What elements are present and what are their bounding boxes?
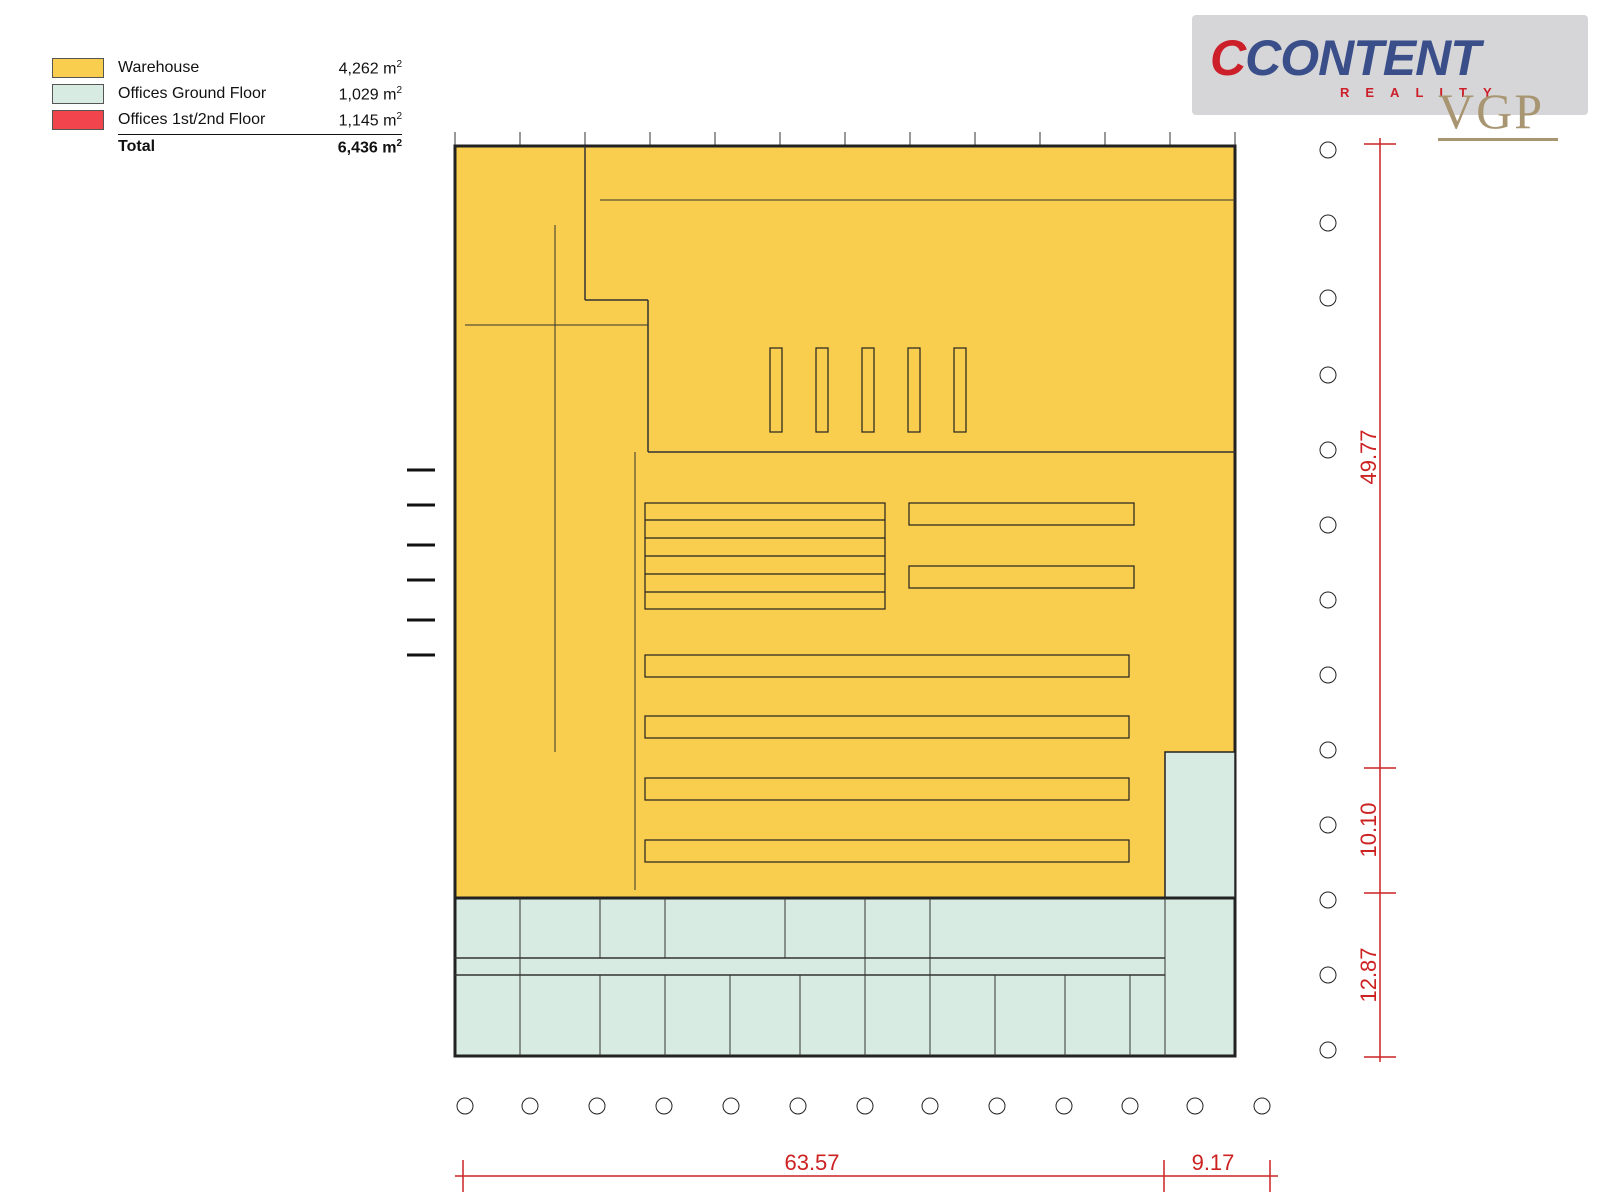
legend-area: 1,145 m2 xyxy=(338,111,402,130)
axis-bubbles-right xyxy=(1319,141,1337,1059)
offices-ground-swatch xyxy=(52,84,104,104)
content-reality-logo: CCONTENT REALITY xyxy=(1192,15,1588,115)
legend-label: Offices 1st/2nd Floor xyxy=(118,111,266,128)
vgp-logo: VGP xyxy=(1438,83,1545,139)
rack-rows xyxy=(644,347,1135,863)
warehouse-area xyxy=(453,144,1237,900)
offices-upper-swatch xyxy=(52,110,104,130)
dimension-width-main: 63.57 xyxy=(784,1150,839,1175)
legend-area: 1,029 m2 xyxy=(338,85,402,104)
logo-word: CCONTENT xyxy=(1210,30,1481,86)
dimension-height-middle: 10.10 xyxy=(1356,802,1381,857)
warehouse-swatch xyxy=(52,58,104,78)
legend-row-offices-ground: Offices Ground Floor 1,029 m2 xyxy=(52,82,402,108)
vgp-logo-bar xyxy=(1438,138,1558,141)
dimension-height-warehouse: 49.77 xyxy=(1356,429,1381,484)
dimension-height-offices: 12.87 xyxy=(1356,947,1381,1002)
dimension-width-side: 9.17 xyxy=(1192,1150,1235,1175)
logo-subtitle: REALITY xyxy=(1340,85,1508,100)
loading-docks xyxy=(407,468,435,657)
area-legend: Warehouse 4,262 m2 Offices Ground Floor … xyxy=(52,56,402,161)
legend-row-warehouse: Warehouse 4,262 m2 xyxy=(52,56,402,82)
legend-total-area: 6,436 m2 xyxy=(337,138,402,157)
legend-total-label: Total xyxy=(118,138,156,155)
legend-row-total: Total 6,436 m2 xyxy=(118,134,402,161)
legend-area: 4,262 m2 xyxy=(338,59,402,78)
legend-label: Warehouse xyxy=(118,59,200,76)
legend-label: Offices Ground Floor xyxy=(118,85,267,102)
axis-bubbles-bottom xyxy=(456,1097,1271,1115)
legend-row-offices-upper: Offices 1st/2nd Floor 1,145 m2 xyxy=(52,108,402,134)
dimension-lines xyxy=(455,138,1396,1192)
offices-area xyxy=(453,896,1237,1058)
